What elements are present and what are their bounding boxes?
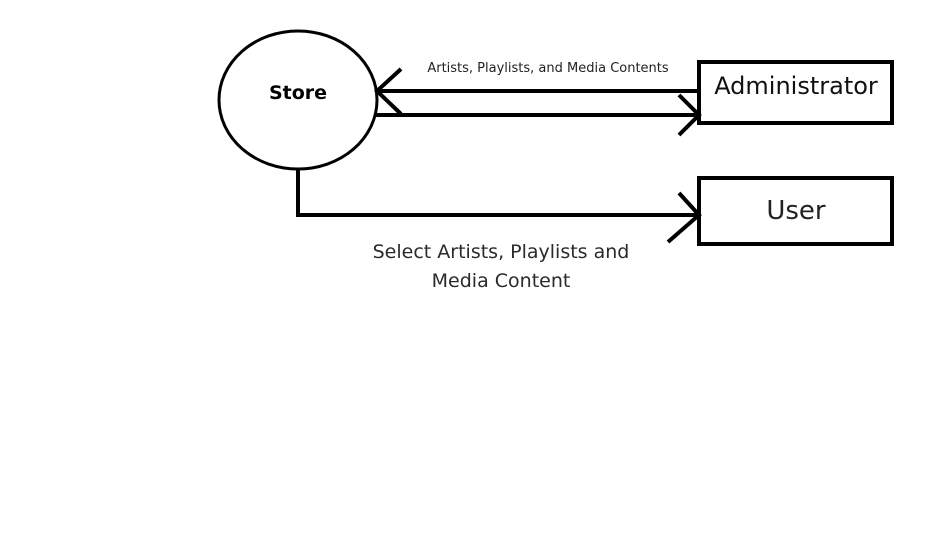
administrator-label: Administrator — [714, 72, 878, 100]
store-label: Store — [268, 82, 328, 104]
flow-store-to-user-arrowhead — [666, 191, 702, 244]
flow-admin-to-store-arrowhead — [374, 67, 403, 116]
user-entity-box — [697, 176, 894, 246]
flow-store-to-user-label: Select Artists, Playlists and Media Cont… — [372, 241, 630, 292]
flow-store-to-admin-arrowhead — [677, 93, 702, 137]
user-label: User — [766, 196, 826, 226]
flow-store-to-user-line — [296, 169, 699, 217]
flow-admin-to-store-label: Artists, Playlists, and Media Contents — [427, 61, 669, 76]
